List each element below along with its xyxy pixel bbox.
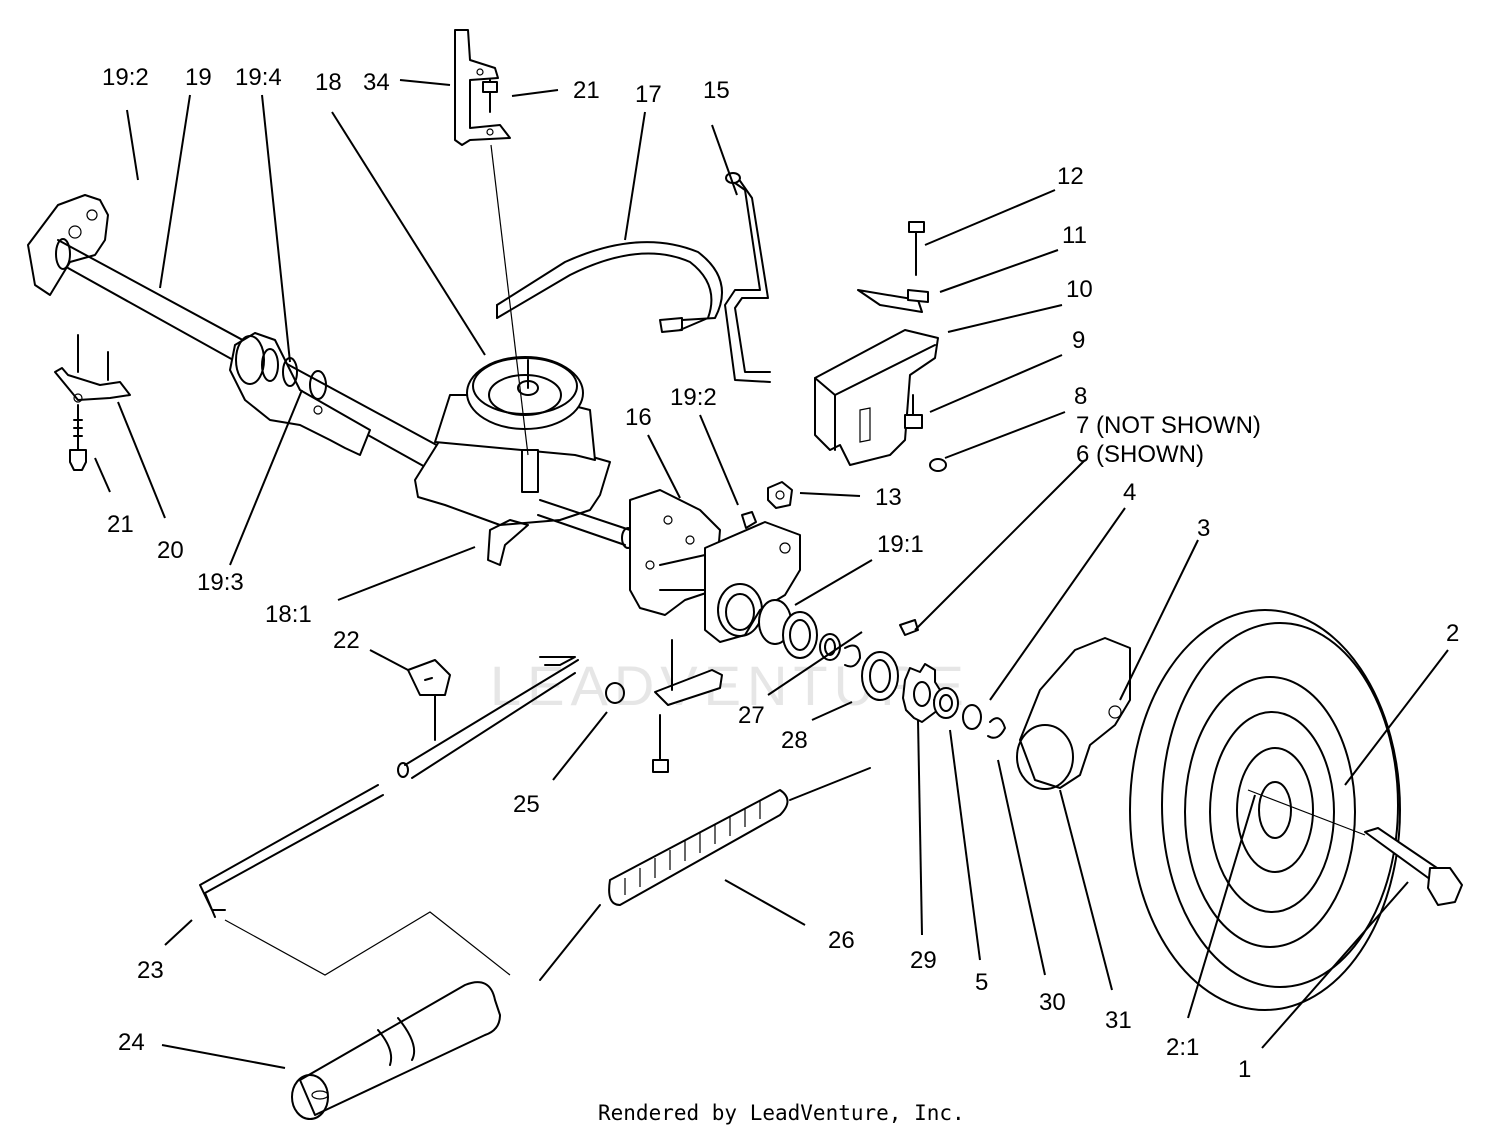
callout-12: 12	[1057, 163, 1084, 190]
part-nut-13	[767, 481, 793, 509]
callout-1: 1	[1238, 1056, 1251, 1083]
callout-34: 34	[363, 69, 390, 96]
callout-11: 11	[1062, 222, 1087, 249]
callout-15: 15	[703, 77, 730, 104]
part-drive-belt	[496, 241, 723, 333]
callout-29: 29	[910, 947, 937, 974]
callout-13: 13	[875, 484, 902, 511]
callout-25: 25	[513, 791, 540, 818]
callout-23: 23	[137, 957, 164, 984]
part-shoulder-bolt	[1247, 789, 1463, 906]
part-clutch-bracket	[454, 29, 529, 456]
callout-28: 28	[781, 727, 808, 754]
callout-18: 18	[315, 69, 342, 96]
part-tube-sleeve	[291, 981, 501, 1120]
callout-10: 10	[1066, 276, 1093, 303]
callout-18-1: 18:1	[265, 601, 312, 628]
part-l-rod	[199, 784, 511, 976]
callout-6-shown: 6 (SHOWN)	[1076, 441, 1204, 468]
callout-9: 9	[1072, 327, 1085, 354]
part-shift-link	[397, 656, 625, 779]
part-washer-stack	[758, 599, 1006, 739]
part-shift-bracket	[814, 221, 947, 472]
callout-30: 30	[1039, 989, 1066, 1016]
callout-20: 20	[157, 537, 184, 564]
callout-17: 17	[635, 81, 662, 108]
callout-2-1: 2:1	[1166, 1034, 1199, 1061]
callout-7-not-shown: 7 (NOT SHOWN)	[1076, 412, 1261, 439]
part-shift-rod	[724, 172, 771, 383]
part-axle-tube	[27, 194, 456, 479]
callout-22: 22	[333, 627, 360, 654]
callout-19-3: 19:3	[197, 569, 244, 596]
callout-31: 31	[1105, 1007, 1132, 1034]
callout-19: 19	[185, 64, 212, 91]
part-hub-cover	[1016, 637, 1131, 790]
callout-26: 26	[828, 927, 855, 954]
part-bracket-20	[54, 334, 131, 471]
part-wheel	[1129, 609, 1401, 1011]
callout-24: 24	[118, 1029, 145, 1056]
callout-19-2-mid: 19:2	[670, 384, 717, 411]
callout-5: 5	[975, 969, 988, 996]
part-bearing-plate	[629, 489, 801, 643]
footer-credit: Rendered by LeadVenture, Inc.	[598, 1101, 965, 1125]
callout-2: 2	[1446, 620, 1459, 647]
callout-8: 8	[1074, 383, 1087, 410]
part-transmission	[414, 356, 635, 566]
callout-27: 27	[738, 702, 765, 729]
callout-19-2-top: 19:2	[102, 64, 149, 91]
callout-21-left: 21	[107, 511, 134, 538]
part-spring	[539, 767, 871, 981]
part-link-bracket	[652, 639, 723, 773]
callout-19-1: 19:1	[877, 531, 924, 558]
callout-21-top: 21	[573, 77, 600, 104]
callout-19-4: 19:4	[235, 64, 282, 91]
callout-4: 4	[1123, 479, 1136, 506]
callout-labels: 19:2 19 19:4 18 34 21 17 15 12 11 10 9 8…	[102, 64, 1459, 1083]
callout-16: 16	[625, 404, 652, 431]
callout-3: 3	[1197, 515, 1210, 542]
leader-lines	[94, 79, 1449, 1069]
